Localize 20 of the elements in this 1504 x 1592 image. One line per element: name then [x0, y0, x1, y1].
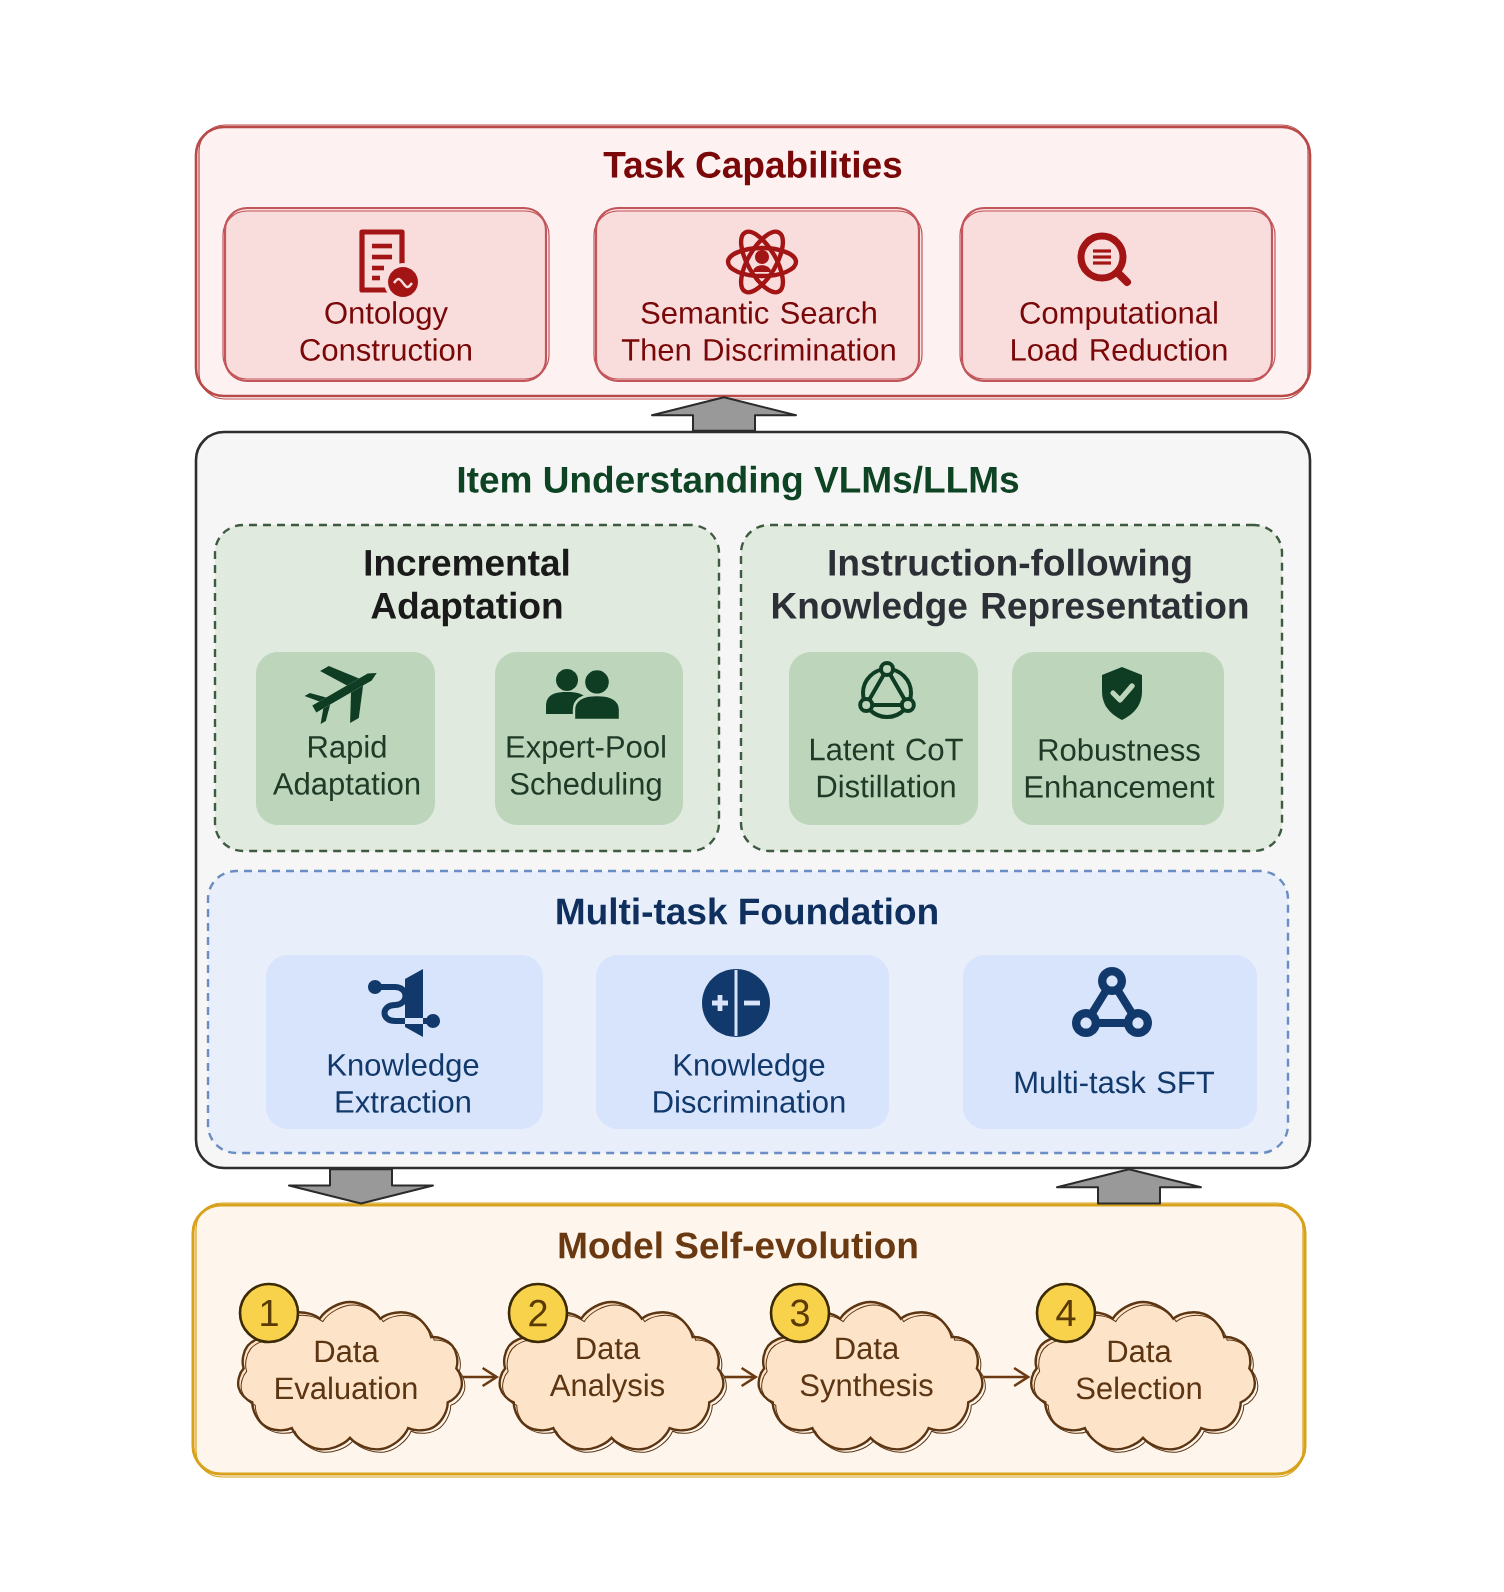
- block-arrow: [288, 1168, 434, 1205]
- block-arrow: [651, 396, 797, 432]
- feature-box: Rapid Adaptation: [256, 652, 435, 825]
- number-badge: 4: [1035, 1282, 1097, 1344]
- feature-box: Robustness Enhancement: [1012, 652, 1224, 825]
- feature-box: Latent CoT Distillation: [789, 652, 978, 825]
- block-arrow: [1056, 1168, 1202, 1205]
- number-badge: 1: [238, 1282, 300, 1344]
- number-badge: 2: [507, 1282, 569, 1344]
- feature-box: Knowledge Extraction: [266, 955, 543, 1129]
- capability-box: Computational Load Reduction: [959, 206, 1276, 383]
- arrow: [983, 1366, 1031, 1388]
- capability-box: Semantic Search Then Discrimination: [593, 206, 923, 383]
- feature-box: Knowledge Discrimination: [596, 955, 889, 1129]
- number-badge: 3: [769, 1282, 831, 1344]
- arrow: [723, 1366, 759, 1388]
- arrow: [462, 1366, 500, 1388]
- feature-box: Expert-Pool Scheduling: [495, 652, 683, 825]
- capability-box: Ontology Construction: [222, 206, 550, 383]
- feature-box: Multi-task SFT: [963, 955, 1257, 1129]
